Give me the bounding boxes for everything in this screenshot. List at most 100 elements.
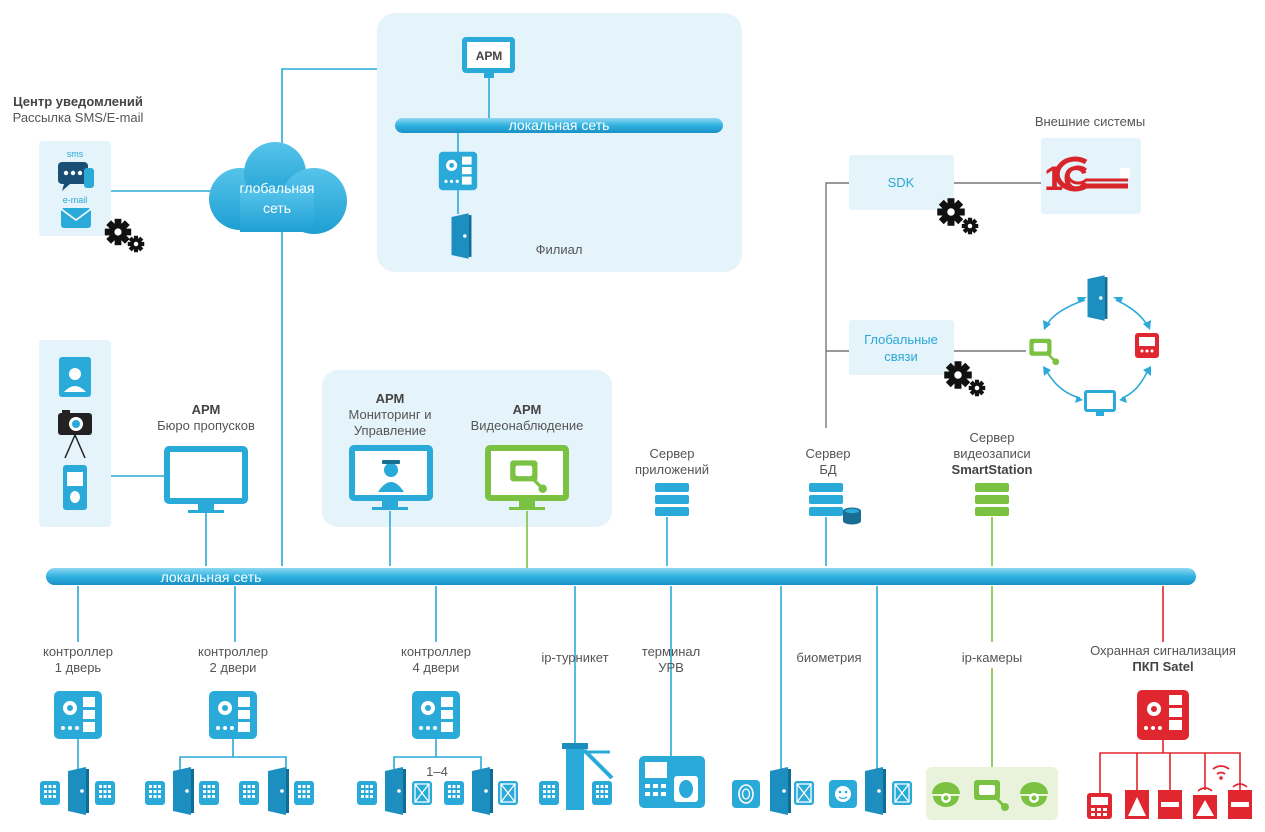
reader-icon (294, 781, 314, 805)
global-links-panel (849, 320, 954, 375)
cameras-label: ip-камеры (962, 650, 1022, 665)
reader-icon (239, 781, 259, 805)
motion-sensor-icon (1125, 790, 1149, 819)
id-card-icon (59, 357, 91, 397)
video-server-line1: Сервер (969, 430, 1014, 445)
reader-icon (592, 781, 612, 805)
arm-pass-title: АРМ (192, 402, 221, 417)
glass-break-sensor-icon (1228, 783, 1252, 819)
red-links (1099, 586, 1241, 793)
arm-monitor-line1: Мониторинг и (349, 407, 432, 422)
email-icon (60, 208, 92, 228)
gear-icon (104, 218, 145, 253)
ctrl1-line1: контроллер (43, 644, 113, 659)
reader-icon (539, 781, 559, 805)
siren-icon (1193, 765, 1230, 819)
db-server-line1: Сервер (805, 446, 850, 461)
reader-icon (357, 781, 377, 805)
reader-icon (40, 781, 60, 805)
db-server-line2: БД (819, 462, 837, 477)
arm-pass-subtitle: Бюро пропусков (157, 418, 255, 433)
video-monitor-icon (485, 445, 569, 510)
app-server-line2: приложений (635, 462, 709, 477)
door-sensor-icon (1158, 790, 1182, 819)
cross-reader-icon (793, 780, 815, 806)
turnstile-label: ip-турникет (541, 650, 608, 665)
global-links-line2: связи (884, 349, 918, 364)
branch-network-label: локальная сеть (509, 117, 610, 133)
reader-icon (444, 781, 464, 805)
arm-monitor-line2: Управление (354, 423, 426, 438)
ctrl2-controller-icon (209, 691, 257, 739)
external-title: Внешние системы (1035, 114, 1145, 129)
db-server-icon (809, 483, 861, 525)
main-network-label: локальная сеть (161, 569, 262, 585)
alarm-keypad-icon (1087, 793, 1112, 819)
cloud-label-line1: глобальная (240, 180, 315, 196)
1c-logo-text: 1С (1044, 160, 1087, 198)
reader-icon (145, 781, 165, 805)
green-links (526, 511, 993, 767)
branch-panel (377, 13, 742, 272)
sms-label: sms (67, 149, 84, 159)
cross-reader-icon (891, 780, 913, 806)
branch-label: Филиал (536, 242, 583, 257)
ctrl4-range: 1–4 (426, 764, 448, 779)
notifications-panel (39, 141, 111, 236)
global-monitor-icon (1084, 390, 1116, 416)
branch-network-bus (395, 118, 723, 133)
gear-icon (937, 198, 979, 235)
cloud-label-line2: сеть (263, 200, 291, 216)
branch-monitor-icon (462, 37, 515, 78)
ctrl1-line2: 1 дверь (55, 660, 102, 675)
video-server-icon (975, 483, 1009, 516)
cross-reader-icon (497, 780, 519, 806)
monitoring-monitor-icon (349, 445, 433, 510)
alarm-line2: ПКП Satel (1132, 659, 1193, 674)
terminal-line2: УРВ (658, 660, 684, 675)
branch-arm-label: АРМ (476, 49, 503, 63)
door-icon (268, 767, 289, 815)
time-terminal-icon (639, 756, 705, 808)
ctrl4-controller-icon (412, 691, 460, 739)
fingerprint-reader-icon (732, 780, 760, 808)
scanner-icon (63, 465, 87, 510)
external-logo-panel (1041, 138, 1141, 214)
main-network-bus (46, 568, 1196, 585)
1c-logo: 1С (1044, 156, 1130, 198)
app-server-line1: Сервер (649, 446, 694, 461)
arm-video-title: АРМ (513, 402, 542, 417)
door-icon (68, 767, 89, 815)
face-reader-icon (829, 780, 857, 808)
email-label: e-mail (63, 195, 88, 205)
photo-camera-icon (58, 410, 92, 459)
notifications-title: Центр уведомлений (13, 94, 143, 109)
biometry-label: биометрия (796, 650, 861, 665)
gear-icon (944, 361, 986, 397)
door-icon (472, 767, 493, 815)
terminal-line1: терминал (642, 644, 700, 659)
pass-monitor-icon (164, 446, 248, 513)
cross-reader-icon (411, 780, 433, 806)
global-door-icon (1087, 275, 1108, 321)
ctrl4-line2: 4 двери (413, 660, 460, 675)
arm-video-line1: Видеонаблюдение (471, 418, 584, 433)
branch-controller-icon (438, 151, 478, 191)
ctrl2-line1: контроллер (198, 644, 268, 659)
gray-links (825, 182, 1041, 428)
ctrl4-line1: контроллер (401, 644, 471, 659)
reader-icon (199, 781, 219, 805)
global-alarm-panel-icon (1135, 333, 1159, 358)
notifications-subtitle: Рассылка SMS/E-mail (13, 110, 144, 125)
sms-icon (58, 162, 94, 191)
global-links-line1: Глобальные (864, 332, 938, 347)
alarm-panel-icon (1137, 690, 1189, 740)
ring-arrows (1043, 297, 1151, 403)
arm-monitor-title: АРМ (376, 391, 405, 406)
global-camera-icon (1028, 337, 1061, 367)
branch-door-icon (451, 213, 472, 259)
door-icon (865, 767, 886, 815)
app-server-icon (655, 483, 689, 516)
door-icon (173, 767, 194, 815)
